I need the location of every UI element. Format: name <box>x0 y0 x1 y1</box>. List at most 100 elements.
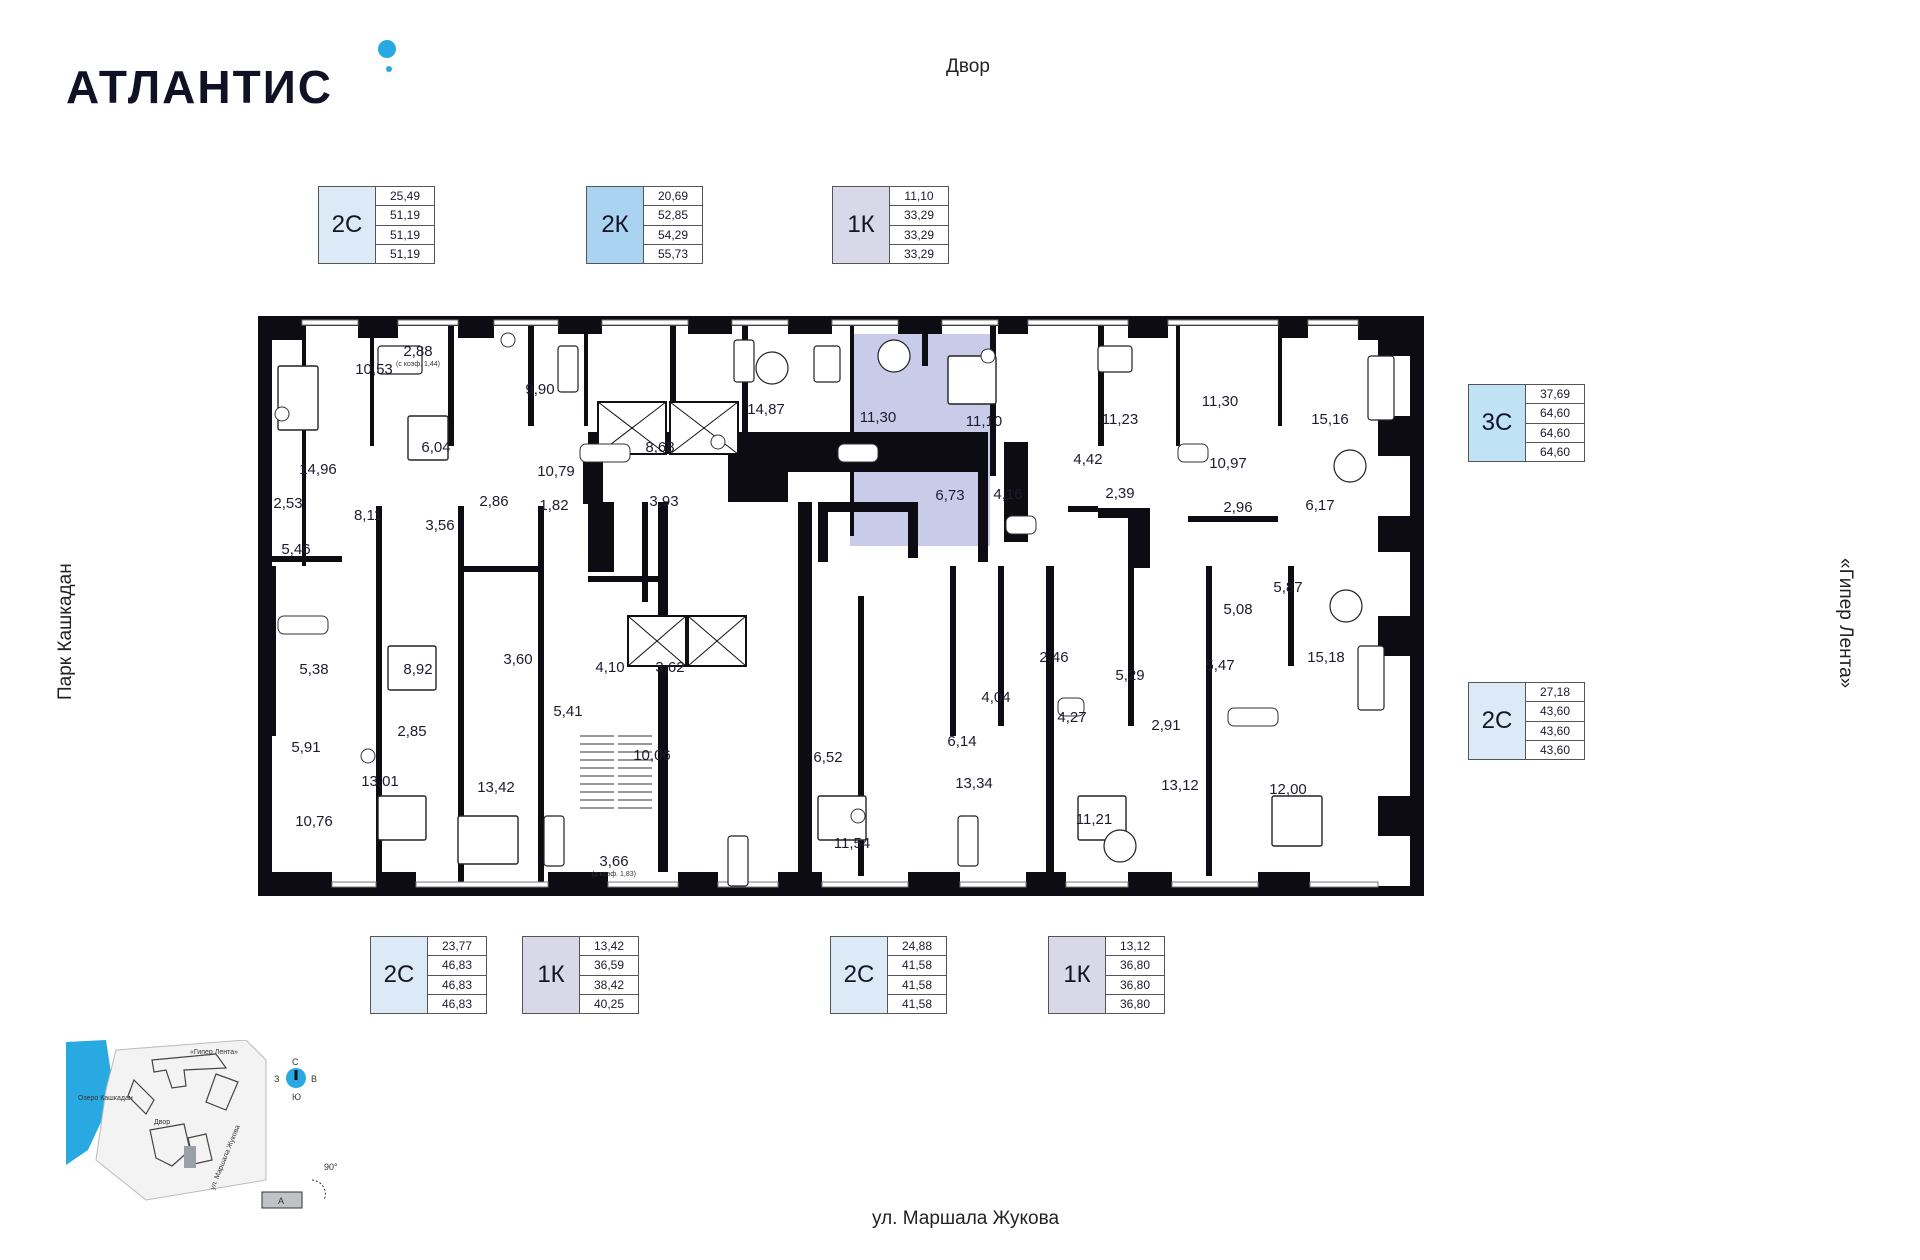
wall-segment <box>370 326 374 446</box>
bathtub-outline <box>1057 697 1085 717</box>
apartment-area-value: 52,85 <box>644 206 702 226</box>
room-area-label: 5,47 <box>1205 657 1234 674</box>
window-frame <box>1171 881 1259 888</box>
room-area-label: 5,08 <box>1223 601 1252 618</box>
wall-segment <box>458 506 464 886</box>
bed-outline <box>377 795 427 841</box>
room-area-label: 8,68 <box>645 439 674 456</box>
wall-segment <box>678 872 718 896</box>
apartment-type: 1К <box>1049 937 1106 1013</box>
dining-table <box>1329 589 1363 623</box>
room-area-label: 2,86 <box>479 493 508 510</box>
room-area-note: (с коэф. 1,83) <box>592 871 636 878</box>
apartment-area-value: 24,88 <box>888 937 946 957</box>
apartment-area-value: 64,60 <box>1539 444 1571 459</box>
apartment-area-value: 37,69 <box>1526 385 1584 405</box>
wall-segment <box>670 326 676 436</box>
wall-segment <box>1188 516 1278 522</box>
room-area-label: 10,97 <box>1209 455 1247 472</box>
room-area-label: 3,56 <box>425 517 454 534</box>
window-frame <box>941 319 999 326</box>
room-area-label: 2,46 <box>1039 649 1068 666</box>
apartment-area-value: 36,80 <box>1119 996 1151 1011</box>
apartment-type: 2К <box>587 187 644 263</box>
sofa-outline <box>1097 345 1133 373</box>
wall-segment <box>458 316 494 338</box>
wall-segment <box>258 316 272 896</box>
wall-segment <box>538 506 544 886</box>
sofa-outline <box>813 345 841 383</box>
bathtub-outline <box>837 443 879 463</box>
window-frame <box>1309 881 1379 888</box>
brand-logo: АТЛАНТИС <box>66 61 333 113</box>
wall-segment <box>1278 326 1282 426</box>
apartment-area-value: 36,80 <box>1106 976 1164 995</box>
bed-outline <box>1077 795 1127 841</box>
apartment-area-value: 46,83 <box>441 996 473 1011</box>
wall-segment <box>1288 566 1294 666</box>
room-area-label: 11,30 <box>1202 393 1238 410</box>
bed-outline <box>407 415 449 461</box>
bed-outline <box>1271 795 1323 847</box>
wall-segment <box>1176 326 1180 446</box>
apartment-area-value: 54,29 <box>644 226 702 245</box>
room-area-label: 6,73 <box>935 487 964 504</box>
bathtub-outline <box>1177 443 1209 463</box>
window-frame <box>959 881 1027 888</box>
minimap-store-label: «Гипер Лента» <box>190 1049 238 1056</box>
sofa-outline <box>733 339 755 383</box>
apartment-type: 2С <box>371 937 428 1013</box>
room-area-label: 6,17 <box>1305 497 1334 514</box>
bathtub-outline <box>277 615 329 635</box>
wall-segment <box>798 502 812 872</box>
window-frame <box>331 881 377 888</box>
apartment-area-value: 41,58 <box>888 956 946 976</box>
apartment-area-value: 51,19 <box>389 246 421 261</box>
site-minimap: Озеро Кашкадан «Гипер Лента» Двор ул. Ма… <box>66 1040 338 1209</box>
wall-segment <box>302 326 306 566</box>
room-area-label: 2,96 <box>1223 499 1252 516</box>
room-area-label: 4,42 <box>1073 451 1102 468</box>
apartment-area-value: 36,59 <box>580 956 638 976</box>
wall-segment <box>998 566 1004 726</box>
wall-segment <box>742 326 748 476</box>
wall-segment <box>898 316 942 334</box>
apartment-area-value: 33,29 <box>890 206 948 226</box>
room-area-label: 9,90 <box>525 381 554 398</box>
wall-segment <box>1378 796 1412 836</box>
lake-shape <box>66 1040 112 1165</box>
elevator-shaft-cross <box>687 615 747 667</box>
wall-segment <box>272 872 332 896</box>
window-frame <box>493 319 559 326</box>
bed-outline <box>457 815 519 865</box>
wall-segment <box>1128 316 1168 338</box>
room-area-label: 2,85 <box>397 723 426 740</box>
wall-segment <box>908 872 960 896</box>
orientation-label-left: Парк Кашкадан <box>55 563 76 700</box>
room-area-label: 3,66 <box>599 853 628 870</box>
wall-segment <box>448 326 454 446</box>
elevator-shaft-cross <box>669 401 739 455</box>
logo-dot-small-icon <box>386 66 392 72</box>
room-area-label: 6,14 <box>947 733 976 750</box>
room-area-label: 3,62 <box>655 659 684 676</box>
wall-segment <box>818 502 918 512</box>
compass-west: З <box>274 1074 279 1084</box>
room-area-label: 5,91 <box>291 739 320 756</box>
wall-segment <box>978 432 988 562</box>
wall-segment <box>818 502 828 562</box>
plan-walls <box>258 316 1424 896</box>
wall-segment <box>788 316 832 334</box>
